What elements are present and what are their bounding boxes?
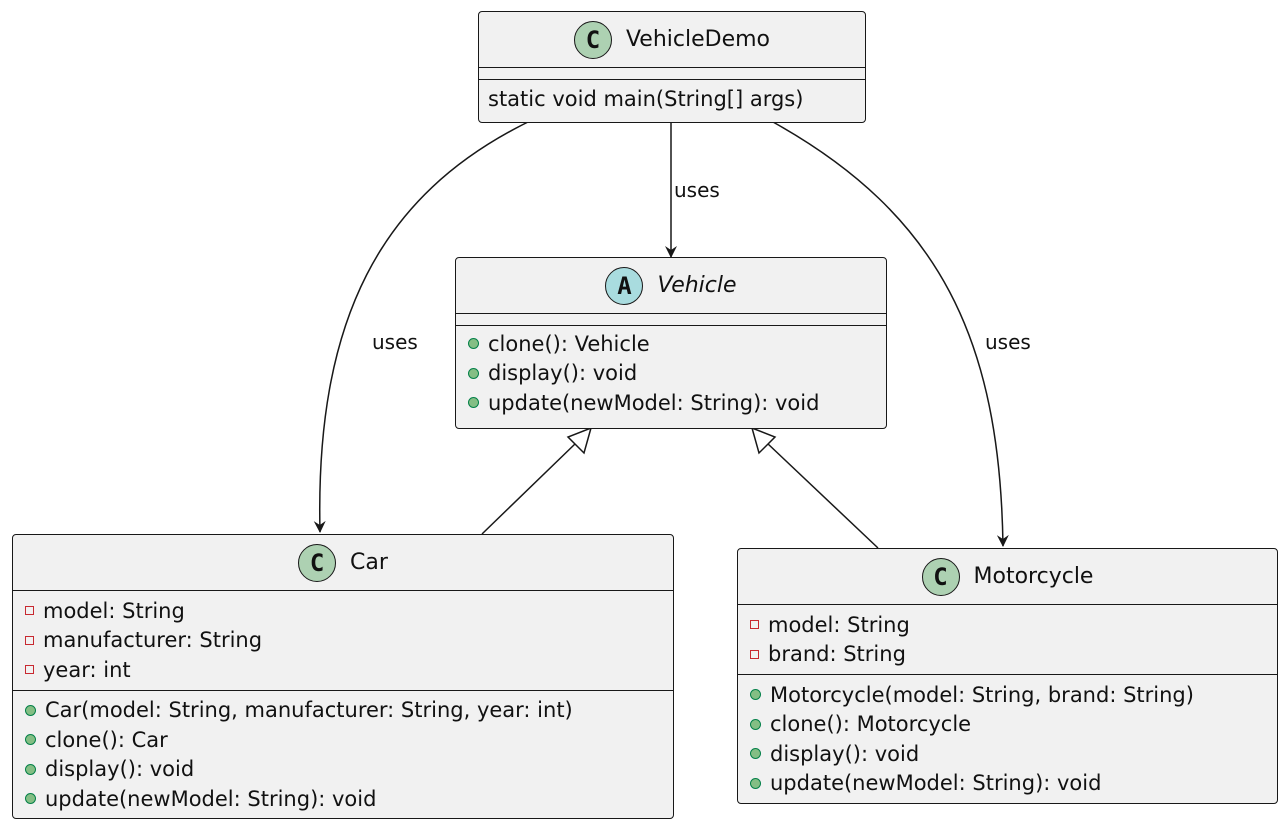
inheritance-arrowhead-car [566,426,593,455]
fields-section: model: String brand: String [738,605,1277,675]
public-icon [468,367,479,379]
edge-label-car: uses [372,330,418,354]
method: display(): void [738,739,1277,769]
edge-motorcycle-vehicle [766,442,879,549]
fields-section [479,68,865,80]
methods-section: clone(): Vehicle display(): void update(… [456,326,886,423]
abstract-stereotype-icon: A [605,266,644,305]
method: static void main(String[] args) [488,86,804,111]
method: clone(): Vehicle [456,329,886,359]
field: model: String [738,610,1277,640]
method: display(): void [13,755,673,785]
class-stereotype-icon: C [298,543,337,582]
public-icon [750,689,761,701]
class-header: A Vehicle [456,258,886,314]
class-name: Car [350,549,388,575]
methods-section: Car(model: String, manufacturer: String,… [13,691,673,819]
edge-vehicledemo-motorcycle [772,121,1009,547]
methods-section: Motorcycle(model: String, brand: String)… [738,675,1277,803]
public-icon [750,777,761,789]
class-vehicle[interactable]: A Vehicle clone(): Vehicle display(): vo… [455,257,887,429]
class-header: C Motorcycle [738,549,1277,605]
inheritance-arrowhead-motorcycle [750,426,777,455]
edge-label-motorcycle: uses [985,330,1031,354]
private-icon [25,606,34,616]
private-icon [25,665,34,675]
field: year: int [13,655,673,685]
field: manufacturer: String [13,626,673,656]
methods-section: static void main(String[] args) [479,80,865,119]
public-icon [25,704,36,716]
method: clone(): Car [13,725,673,755]
class-name: Vehicle [657,272,737,298]
edge-car-vehicle [481,442,577,535]
class-stereotype-icon: C [573,20,612,59]
public-icon [468,338,479,350]
class-name: Motorcycle [973,563,1094,589]
public-icon [25,734,36,746]
fields-section: model: String manufacturer: String year:… [13,591,673,691]
class-header: C VehicleDemo [479,12,865,68]
edge-vehicledemo-car [313,121,529,533]
class-motorcycle[interactable]: C Motorcycle model: String brand: String… [737,548,1278,804]
method: display(): void [456,359,886,389]
fields-section [456,314,886,326]
method: update(newModel: String): void [738,769,1277,799]
private-icon [25,635,34,645]
method: Car(model: String, manufacturer: String,… [13,696,673,726]
private-icon [750,649,759,659]
method: clone(): Motorcycle [738,710,1277,740]
public-icon [25,763,36,775]
method: update(newModel: String): void [456,388,886,418]
edge-label-vehicle: uses [674,178,720,202]
public-icon [25,793,36,805]
class-stereotype-icon: C [921,557,960,596]
public-icon [750,718,761,730]
field: brand: String [738,640,1277,670]
field: model: String [13,596,673,626]
method: update(newModel: String): void [13,784,673,814]
method: Motorcycle(model: String, brand: String) [738,680,1277,710]
class-header: C Car [13,535,673,591]
public-icon [750,748,761,760]
class-vehicledemo[interactable]: C VehicleDemo static void main(String[] … [478,11,866,123]
class-car[interactable]: C Car model: String manufacturer: String… [12,534,674,819]
class-name: VehicleDemo [625,26,771,52]
private-icon [750,620,759,630]
public-icon [468,397,479,409]
